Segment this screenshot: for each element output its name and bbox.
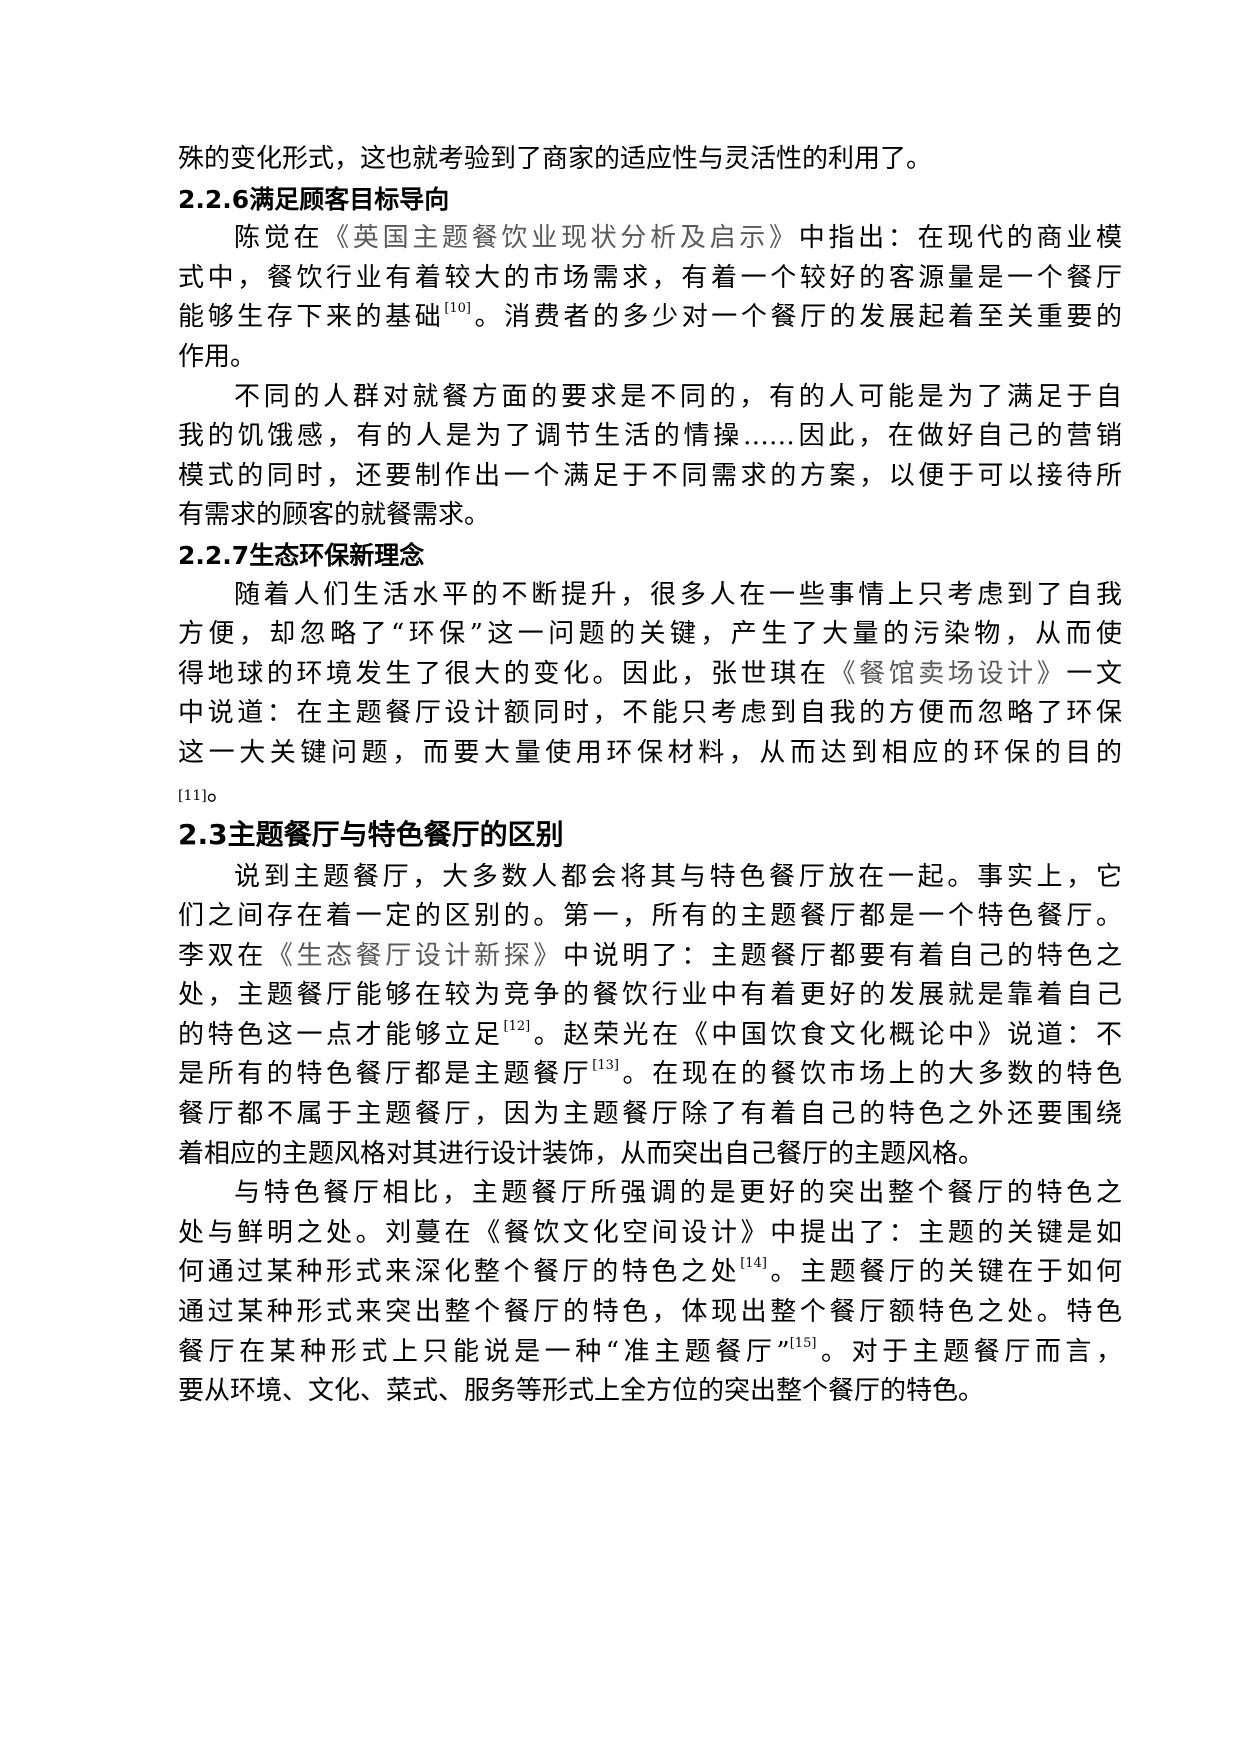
heading-title: 主题餐厅与特色餐厅的区别: [227, 817, 564, 851]
paragraph-line: 餐厅在某种形式上只能说是一种“准主题餐厅”[15]。对于主题餐厅而言，: [178, 1333, 1122, 1373]
text: 们之间存在着一定的区别的。第一，所有的主题餐厅都是一个特色餐厅。: [178, 901, 1122, 932]
citation-ref: [11]: [178, 787, 207, 804]
paragraph-line: 们之间存在着一定的区别的。第一，所有的主题餐厅都是一个特色餐厅。: [178, 897, 1122, 937]
heading-number: 2.3: [178, 817, 228, 851]
section-heading-2-2-6: 2.2.6满足顾客目标导向: [178, 180, 1122, 220]
text: 式中，餐饮行业有着较大的市场需求，有着一个较好的客源量是一个餐厅: [178, 262, 1122, 293]
paragraph-line: 得地球的环境发生了很大的变化。因此，张世琪在《餐馆卖场设计》一文: [178, 655, 1122, 695]
citation-ref: [12]: [503, 1018, 531, 1034]
paragraph-line: [11]。: [178, 774, 1122, 810]
paragraph-line: 模式的同时，还要制作出一个满足于不同需求的方案，以便于可以接待所: [178, 457, 1122, 497]
paragraph-line: 这一大关键问题，而要大量使用环保材料，从而达到相应的环保的目的: [178, 734, 1122, 774]
paragraph-line: 的特色这一点才能够立足[12]。赵荣光在《中国饮食文化概论中》说道：不: [178, 1016, 1122, 1056]
paragraph-line: 殊的变化形式，这也就考验到了商家的适应性与灵活性的利用了。: [178, 140, 1122, 180]
paragraph-line: 中说道：在主题餐厅设计额同时，不能只考虑到自我的方便而忽略了环保: [178, 694, 1122, 734]
book-title: 《生态餐厅设计新探》: [266, 940, 563, 971]
text: 要从环境、文化、菜式、服务等形式上全方位的突出整个餐厅的特色。: [178, 1376, 985, 1407]
text: 。对于主题餐厅而言，: [816, 1336, 1122, 1367]
paragraph-line: 式中，餐饮行业有着较大的市场需求，有着一个较好的客源量是一个餐厅: [178, 259, 1122, 299]
text: 不同的人群对就餐方面的要求是不同的，有的人可能是为了满足于自: [234, 381, 1122, 412]
section-heading-2-2-7: 2.2.7生态环保新理念: [178, 536, 1122, 576]
paragraph-line: 通过某种形式来突出整个餐厅的特色，体现出整个餐厅额特色之处。特色: [178, 1293, 1122, 1333]
paragraph-line: 方便，却忽略了“环保”这一问题的关键，产生了大量的污染物，从而使: [178, 615, 1122, 655]
section-heading-2-3: 2.3主题餐厅与特色餐厅的区别: [178, 812, 1122, 858]
paragraph-line: 能够生存下来的基础[10]。消费者的多少对一个餐厅的发展起着至关重要的: [178, 298, 1122, 338]
citation-ref: [10]: [444, 301, 471, 317]
paragraph-theme-vs-specialty: 说到主题餐厅，大多数人都会将其与特色餐厅放在一起。事实上，它 们之间存在着一定的…: [178, 858, 1122, 1175]
text: 。赵荣光在《中国饮食文化概论中》说道：不: [530, 1019, 1122, 1050]
document-page: 殊的变化形式，这也就考验到了商家的适应性与灵活性的利用了。 2.2.6满足顾客目…: [178, 140, 1122, 1412]
paragraph-line: 我的饥饿感，有的人是为了调节生活的情操……因此，在做好自己的营销: [178, 417, 1122, 457]
heading-number: 2.2.7: [178, 540, 250, 570]
text: 模式的同时，还要制作出一个满足于不同需求的方案，以便于可以接待所: [178, 460, 1122, 491]
book-title: 《英国主题餐饮业现状分析及启示》: [323, 223, 799, 254]
text: 作用。: [178, 341, 257, 372]
paragraph-line: 作用。: [178, 338, 1122, 378]
paragraph-chen-jue: 陈觉在《英国主题餐饮业现状分析及启示》中指出：在现代的商业模 式中，餐饮行业有着…: [178, 219, 1122, 377]
text: 。消费者的多少对一个餐厅的发展起着至关重要的: [471, 302, 1122, 333]
text: 。在现在的餐饮市场上的大多数的特色: [618, 1059, 1122, 1090]
text: 方便，却忽略了“环保”这一问题的关键，产生了大量的污染物，从而使: [178, 619, 1122, 650]
text: 餐厅都不属于主题餐厅，因为主题餐厅除了有着自己的特色之外还要围绕: [178, 1099, 1122, 1130]
text: 一文: [1066, 658, 1122, 689]
paragraph-eco: 随着人们生活水平的不断提升，很多人在一些事情上只考虑到了自我 方便，却忽略了“环…: [178, 576, 1122, 810]
text: 餐厅在某种形式上只能说是一种“准主题餐厅”: [178, 1336, 790, 1367]
paragraph-line: 说到主题餐厅，大多数人都会将其与特色餐厅放在一起。事实上，它: [178, 858, 1122, 898]
paragraph-diverse-needs: 不同的人群对就餐方面的要求是不同的，有的人可能是为了满足于自 我的饥饿感，有的人…: [178, 378, 1122, 536]
paragraph-line: 李双在《生态餐厅设计新探》中说明了：主题餐厅都要有着自己的特色之: [178, 937, 1122, 977]
paragraph-line: 要从环境、文化、菜式、服务等形式上全方位的突出整个餐厅的特色。: [178, 1372, 1122, 1412]
paragraph-line: 随着人们生活水平的不断提升，很多人在一些事情上只考虑到了自我: [178, 576, 1122, 616]
paragraph-line: 不同的人群对就餐方面的要求是不同的，有的人可能是为了满足于自: [178, 378, 1122, 418]
text: 我的饥饿感，有的人是为了调节生活的情操……因此，在做好自己的营销: [178, 421, 1122, 452]
heading-title: 生态环保新理念: [249, 540, 425, 570]
text: 的特色这一点才能够立足: [178, 1019, 504, 1050]
text: 这一大关键问题，而要大量使用环保材料，从而达到相应的环保的目的: [178, 737, 1122, 768]
heading-title: 满足顾客目标导向: [249, 184, 450, 214]
paragraph-line: 何通过某种形式来深化整个餐厅的特色之处[14]。主题餐厅的关键在于如何: [178, 1253, 1122, 1293]
text: 。: [206, 776, 233, 807]
paragraph-comparison: 与特色餐厅相比，主题餐厅所强调的是更好的突出整个餐厅的特色之 处与鲜明之处。刘蔓…: [178, 1174, 1122, 1412]
text: 着相应的主题风格对其进行设计装饰，从而突出自己餐厅的主题风格。: [178, 1138, 985, 1169]
text: 得地球的环境发生了很大的变化。因此，张世琪在: [178, 658, 830, 689]
paragraph-line: 陈觉在《英国主题餐饮业现状分析及启示》中指出：在现代的商业模: [178, 219, 1122, 259]
text: 何通过某种形式来深化整个餐厅的特色之处: [178, 1257, 741, 1288]
text: 中指出：在现代的商业模: [798, 223, 1122, 254]
paragraph-line: 有需求的顾客的就餐需求。: [178, 496, 1122, 536]
text: 处与鲜明之处。刘蔓在《餐饮文化空间设计》中提出了：主题的关键是如: [178, 1217, 1122, 1248]
text: 陈觉在: [234, 223, 324, 254]
text: 殊的变化形式，这也就考验到了商家的适应性与灵活性的利用了。: [178, 144, 933, 174]
citation-ref: [15]: [789, 1335, 817, 1351]
text: 说到主题餐厅，大多数人都会将其与特色餐厅放在一起。事实上，它: [234, 861, 1122, 892]
text: 是所有的特色餐厅都是主题餐厅: [178, 1059, 593, 1090]
paragraph-line: 餐厅都不属于主题餐厅，因为主题餐厅除了有着自己的特色之外还要围绕: [178, 1095, 1122, 1135]
text: 通过某种形式来突出整个餐厅的特色，体现出整个餐厅额特色之处。特色: [178, 1297, 1122, 1328]
text: 中说道：在主题餐厅设计额同时，不能只考虑到自我的方便而忽略了环保: [178, 698, 1122, 729]
heading-number: 2.2.6: [178, 184, 250, 214]
text: 。主题餐厅的关键在于如何: [766, 1257, 1122, 1288]
text: 有需求的顾客的就餐需求。: [178, 500, 491, 531]
paragraph-line: 处，主题餐厅能够在较为竞争的餐饮行业中有着更好的发展就是靠着自己: [178, 976, 1122, 1016]
citation-ref: [14]: [740, 1256, 767, 1272]
book-title: 《餐馆卖场设计》: [829, 658, 1067, 689]
paragraph-line: 处与鲜明之处。刘蔓在《餐饮文化空间设计》中提出了：主题的关键是如: [178, 1214, 1122, 1254]
paragraph-line: 是所有的特色餐厅都是主题餐厅[13]。在现在的餐饮市场上的大多数的特色: [178, 1055, 1122, 1095]
paragraph-line: 与特色餐厅相比，主题餐厅所强调的是更好的突出整个餐厅的特色之: [178, 1174, 1122, 1214]
text: 能够生存下来的基础: [178, 302, 445, 333]
text: 中说明了：主题餐厅都要有着自己的特色之: [562, 940, 1122, 971]
citation-ref: [13]: [592, 1058, 619, 1074]
paragraph-line: 着相应的主题风格对其进行设计装饰，从而突出自己餐厅的主题风格。: [178, 1135, 1122, 1175]
text: 与特色餐厅相比，主题餐厅所强调的是更好的突出整个餐厅的特色之: [234, 1178, 1122, 1209]
text: 处，主题餐厅能够在较为竞争的餐饮行业中有着更好的发展就是靠着自己: [178, 980, 1122, 1011]
text: 随着人们生活水平的不断提升，很多人在一些事情上只考虑到了自我: [234, 579, 1122, 610]
text: 李双在: [178, 940, 267, 971]
